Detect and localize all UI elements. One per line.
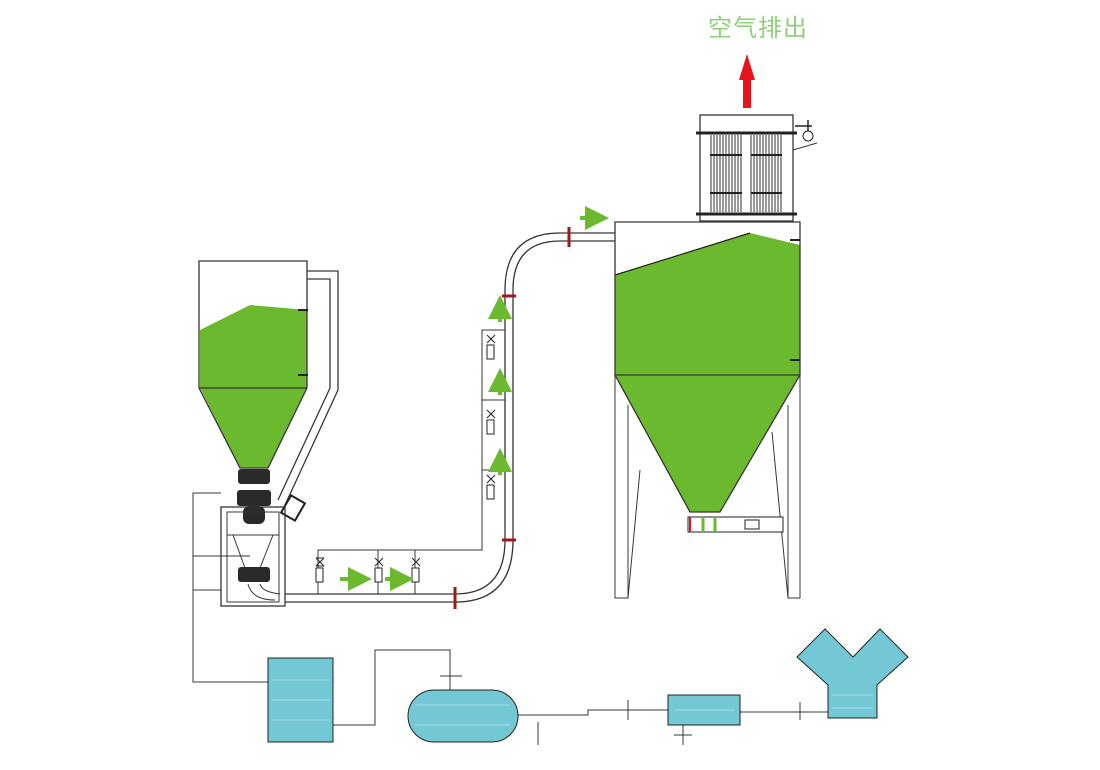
pressure-vessel-icon <box>407 689 519 743</box>
conveying-pipe <box>285 227 615 609</box>
dust-filter <box>696 114 818 222</box>
receiving-silo <box>614 221 801 599</box>
flow-arrow-icon <box>340 206 609 591</box>
air-supply-lines <box>315 329 505 594</box>
exhaust-arrow-icon <box>739 54 755 108</box>
utility-piping <box>192 492 909 745</box>
sender-frame <box>193 506 286 607</box>
air-valve-icon <box>315 334 496 583</box>
air-exhaust-label: 空气排出 <box>708 14 808 42</box>
source-silo <box>198 260 339 524</box>
y-hopper-icon <box>796 628 909 719</box>
